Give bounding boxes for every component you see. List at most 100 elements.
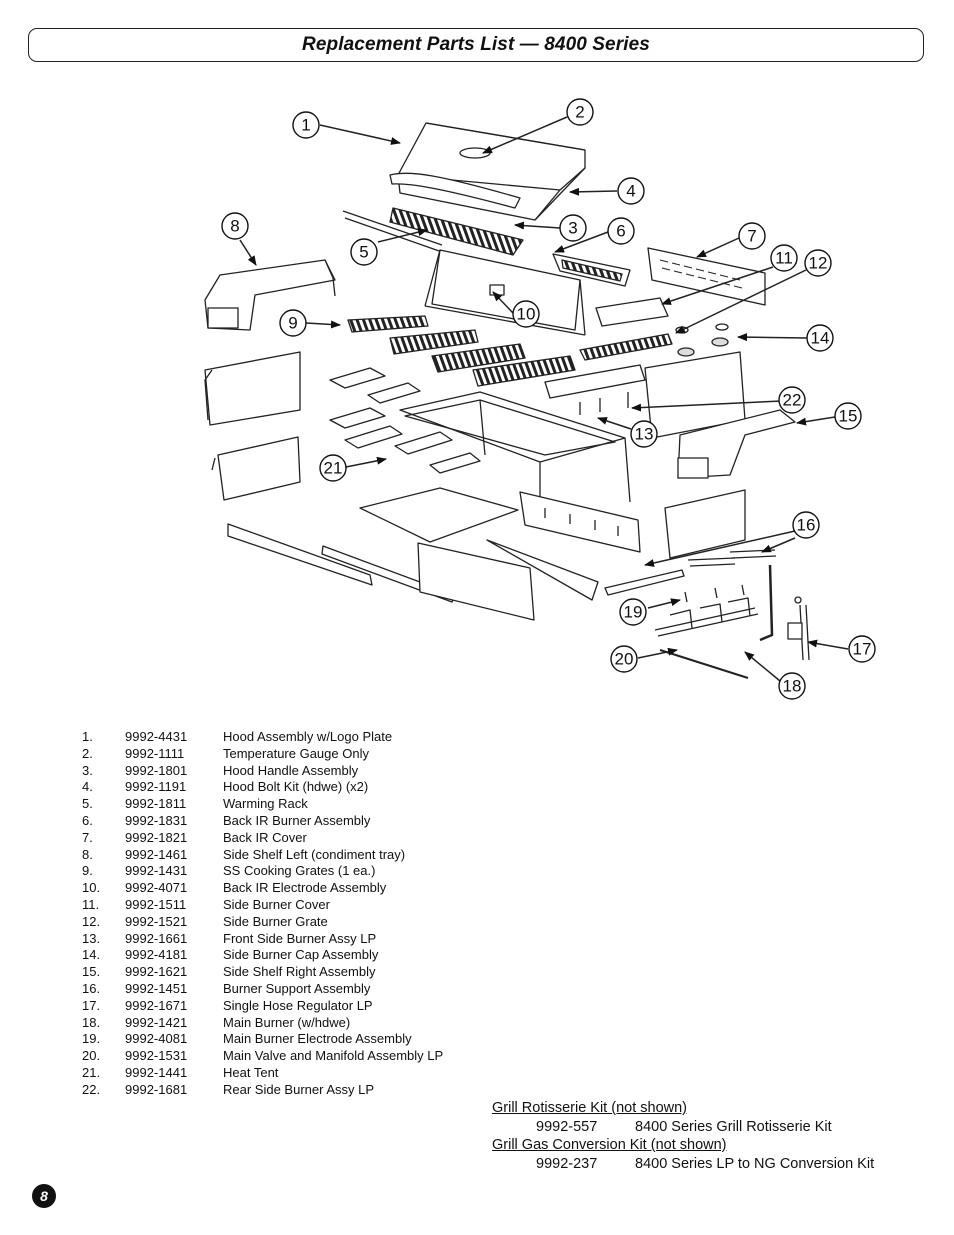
- callout-label: 7: [747, 227, 756, 246]
- side-burner-cover-part: [595, 297, 669, 327]
- callout-label: 2: [575, 103, 584, 122]
- title-banner: Replacement Parts List — 8400 Series: [28, 28, 924, 62]
- callout-label: 10: [517, 305, 536, 324]
- part-code: 9992-1511: [125, 896, 187, 912]
- part-code: 9992-1831: [125, 812, 188, 828]
- part-number: 9.: [82, 863, 93, 879]
- kit-code: 9992-237: [536, 1155, 598, 1172]
- part-number: 20.: [82, 1048, 101, 1064]
- part-code: 9992-1521: [125, 913, 188, 929]
- kit-heading: Grill Gas Conversion Kit (not shown): [492, 1137, 727, 1153]
- bottom-rails-part: [227, 523, 685, 621]
- part-code: 9992-4071: [125, 880, 188, 896]
- part-code: 9992-1461: [125, 846, 188, 862]
- part-description: Rear Side Burner Assy LP: [223, 1081, 375, 1097]
- left-side-panels: [204, 351, 301, 501]
- callout-label: 22: [783, 391, 802, 410]
- part-description: Back IR Burner Assembly: [223, 812, 371, 828]
- callout-label: 11: [775, 249, 793, 268]
- kit-code: 9992-557: [536, 1118, 598, 1135]
- part-number: 4.: [82, 779, 93, 795]
- control-panel-part: [519, 491, 641, 553]
- leader-arrows: [239, 116, 849, 682]
- part-code: 9992-1661: [125, 930, 188, 946]
- ir-burner-part: [552, 253, 631, 287]
- part-number: 16.: [82, 980, 101, 996]
- side-burner-box-part: [544, 364, 646, 415]
- part-code: 9992-1451: [125, 980, 188, 996]
- part-code: 9992-1671: [125, 997, 188, 1013]
- part-number: 18.: [82, 1014, 101, 1030]
- part-code: 9992-4081: [125, 1031, 188, 1047]
- part-number: 2.: [82, 745, 93, 761]
- part-description: Side Shelf Left (condiment tray): [223, 846, 406, 862]
- part-description: Temperature Gauge Only: [223, 745, 369, 761]
- part-number: 11.: [82, 896, 100, 912]
- part-code: 9992-1621: [125, 964, 188, 980]
- part-row: 16. 9992-1451 Burner Support Assembly: [82, 981, 502, 998]
- part-code: 9992-1821: [125, 829, 188, 845]
- part-description: Front Side Burner Assy LP: [223, 930, 377, 946]
- part-number: 10.: [82, 880, 101, 896]
- callout-label: 16: [797, 516, 816, 535]
- part-code: 9992-1421: [125, 1014, 188, 1030]
- part-description: Single Hose Regulator LP: [223, 997, 373, 1013]
- part-code: 9992-1111: [125, 745, 185, 761]
- kit-description: 8400 Series Grill Rotisserie Kit: [635, 1118, 832, 1135]
- part-description: Hood Bolt Kit (hdwe) (x2): [223, 779, 369, 795]
- callout-label: 21: [324, 459, 343, 478]
- callout-label: 17: [853, 640, 872, 659]
- callout-label: 5: [359, 243, 368, 262]
- hood-part: [389, 122, 586, 221]
- kit-description: 8400 Series LP to NG Conversion Kit: [635, 1155, 875, 1172]
- callout-label: 19: [624, 603, 643, 622]
- callout-label: 13: [635, 425, 654, 444]
- part-description: Warming Rack: [223, 796, 308, 812]
- regulator-part: [787, 596, 810, 661]
- heat-tents-part: [329, 367, 481, 474]
- page-number: 8: [40, 1188, 48, 1204]
- kit-row: 9992-237 8400 Series LP to NG Conversion …: [492, 1155, 932, 1174]
- part-row: 14. 9992-4181 Side Burner Cap Assembly: [82, 947, 502, 964]
- part-number: 5.: [82, 796, 93, 812]
- part-number: 6.: [82, 812, 93, 828]
- callout-label: 20: [615, 650, 634, 669]
- part-number: 7.: [82, 829, 93, 845]
- part-code: 9992-4181: [125, 947, 188, 963]
- exploded-parts-diagram: 1 2 3 4 5 6 7 8 9 10 11 12 13 14 15 16 1…: [0, 80, 954, 720]
- part-description: Side Burner Cap Assembly: [223, 947, 379, 963]
- part-number: 14.: [82, 947, 101, 963]
- part-number: 8.: [82, 846, 93, 862]
- part-description: Burner Support Assembly: [223, 980, 371, 996]
- part-number: 22.: [82, 1081, 101, 1097]
- part-number: 21.: [82, 1064, 101, 1080]
- side-shelf-right-part: [644, 351, 796, 479]
- cooking-grates-part: [347, 315, 673, 387]
- bottom-tray-part: [359, 487, 519, 543]
- main-burner-assembly: [654, 564, 774, 679]
- page-title: Replacement Parts List — 8400 Series: [302, 34, 650, 55]
- callout-label: 14: [811, 329, 830, 348]
- part-code: 9992-1811: [125, 796, 187, 812]
- part-code: 9992-1801: [125, 762, 188, 778]
- part-number: 1.: [82, 729, 93, 744]
- part-number: 15.: [82, 964, 101, 980]
- part-number: 12.: [82, 913, 101, 929]
- part-code: 9992-1441: [125, 1064, 188, 1080]
- callout-label: 18: [783, 677, 802, 696]
- part-row: 2. 9992-1111 Temperature Gauge Only: [82, 746, 502, 763]
- part-description: Main Valve and Manifold Assembly LP: [223, 1048, 444, 1064]
- kit-row: 9992-557 8400 Series Grill Rotisserie Kit: [492, 1118, 932, 1137]
- part-row: 8. 9992-1461 Side Shelf Left (condiment tr…: [82, 847, 502, 864]
- part-number: 13.: [82, 930, 101, 946]
- part-code: 9992-4431: [125, 729, 188, 744]
